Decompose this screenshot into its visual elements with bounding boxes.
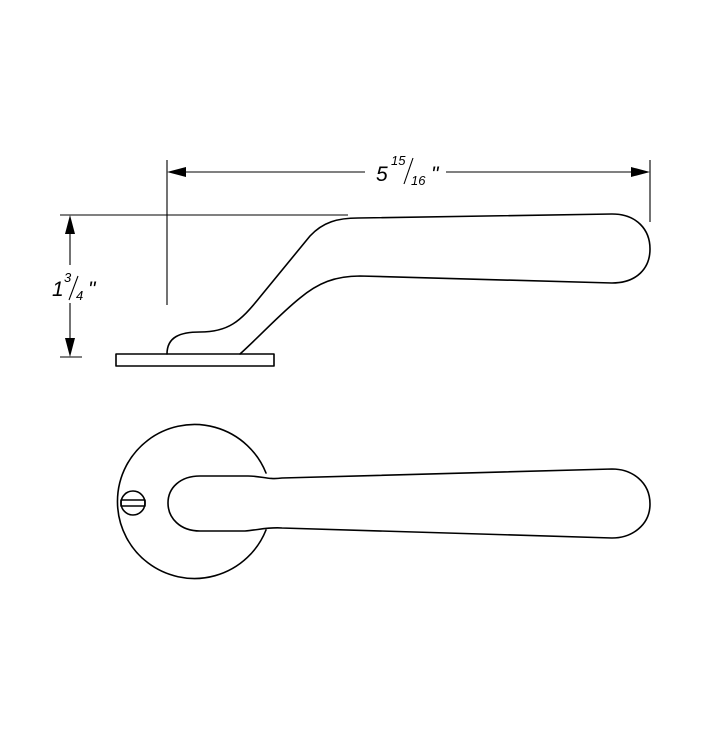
length-dimension: 5 15 16 " bbox=[167, 153, 650, 188]
top-view bbox=[116, 423, 651, 580]
height-numerator: 3 bbox=[64, 270, 72, 285]
length-numerator: 15 bbox=[391, 153, 406, 168]
height-unit: " bbox=[88, 278, 97, 301]
arrowhead-bottom bbox=[65, 338, 75, 357]
arrowhead-left bbox=[167, 167, 186, 177]
height-denominator: 4 bbox=[76, 288, 83, 303]
set-screw-icon bbox=[120, 490, 146, 516]
height-dimension: 1 3 4 " bbox=[52, 215, 97, 358]
lever-profile bbox=[166, 213, 651, 355]
length-denominator: 16 bbox=[411, 173, 426, 188]
length-whole: 5 bbox=[376, 163, 388, 186]
length-unit: " bbox=[431, 163, 440, 186]
set-screw-head bbox=[120, 490, 146, 516]
rosette bbox=[116, 423, 267, 580]
length-fraction-slash bbox=[403, 157, 414, 185]
arrowhead-top bbox=[65, 215, 75, 234]
height-whole: 1 bbox=[52, 278, 64, 301]
arrowhead-right bbox=[631, 167, 650, 177]
mounting-plate bbox=[115, 353, 275, 367]
side-view bbox=[60, 160, 651, 367]
set-screw-slot bbox=[120, 499, 146, 507]
lever-top bbox=[167, 468, 651, 539]
height-fraction-slash bbox=[68, 275, 79, 301]
